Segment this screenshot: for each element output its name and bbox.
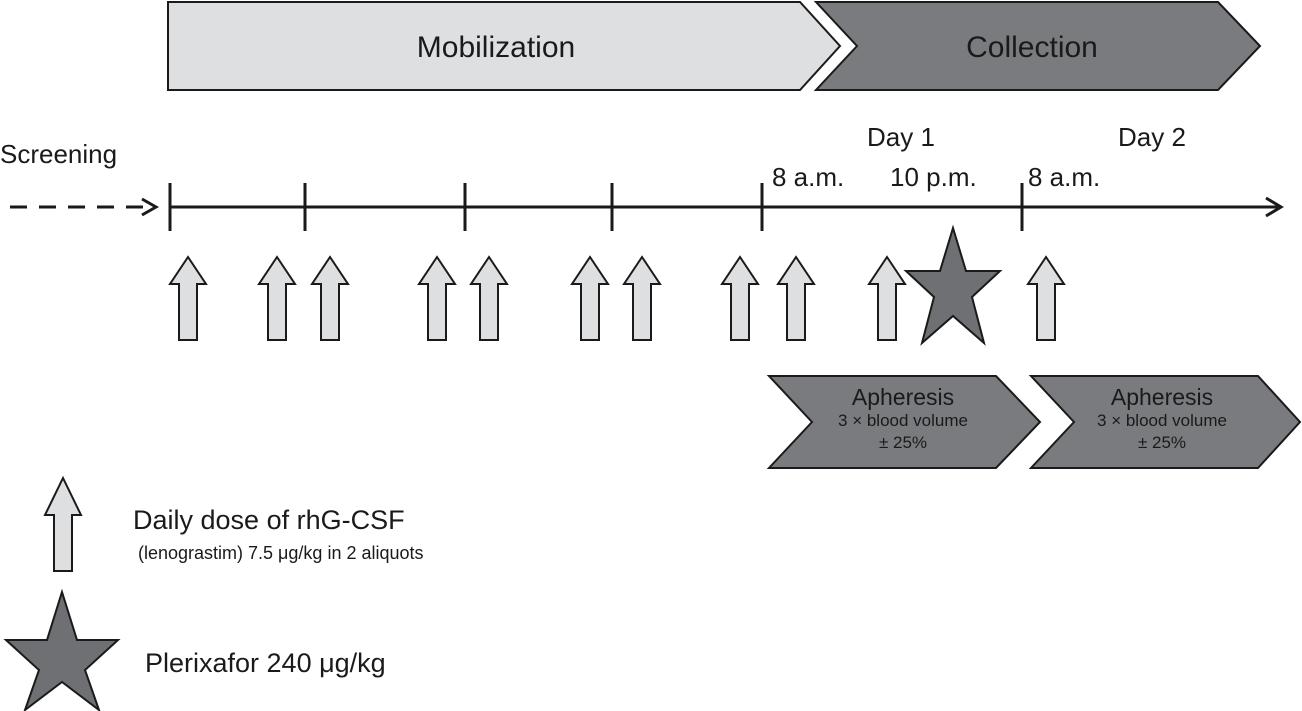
collection-label: Collection	[966, 31, 1098, 64]
apheresis-title: Apheresis	[1111, 384, 1213, 410]
dose-arrow-icon	[418, 256, 456, 341]
apheresis-tolerance: ± 25%	[1138, 433, 1186, 452]
legend-arrow-icon	[43, 475, 83, 572]
collection-phase-chevron	[813, 0, 1262, 91]
legend: Daily dose of rhG-CSF (lenograstim) 7.5 …	[3, 475, 424, 711]
apheresis-tolerance: ± 25%	[879, 433, 927, 452]
plerixafor-star-icon	[903, 224, 1003, 346]
mobilization-phase-chevron	[167, 1, 842, 91]
apheresis-title: Apheresis	[852, 384, 954, 410]
time-8am-label: 8 a.m.	[772, 162, 844, 192]
dose-arrow-icon	[169, 256, 207, 341]
dose-arrow-icon	[1027, 256, 1065, 341]
timeline-ticks	[168, 183, 1024, 231]
apheresis-volume: 3 × blood volume	[1097, 411, 1227, 430]
mobilization-label: Mobilization	[417, 31, 575, 64]
dose-arrow-icon	[868, 256, 906, 341]
dose-arrow-icon	[258, 256, 296, 341]
time-10pm-label: 10 p.m.	[890, 162, 977, 192]
dose-arrow-icon	[571, 256, 609, 341]
time-8am-label-2: 8 a.m.	[1028, 162, 1100, 192]
day2-label: Day 2	[1118, 122, 1186, 152]
legend-star-icon	[3, 588, 121, 711]
legend-arrow-label: Daily dose of rhG-CSF	[133, 505, 405, 535]
apheresis-volume: 3 × blood volume	[838, 411, 968, 430]
dose-arrow-icon	[777, 256, 815, 341]
legend-star-label: Plerixafor 240 μg/kg	[145, 648, 386, 678]
screening-label: Screening	[0, 139, 117, 169]
day1-label: Day 1	[867, 122, 935, 152]
dose-arrow-icon	[623, 256, 661, 341]
dose-arrow-icon	[721, 256, 759, 341]
legend-arrow-sublabel: (lenograstim) 7.5 μg/kg in 2 aliquots	[138, 543, 424, 563]
apheresis-chevron-day2	[1028, 375, 1302, 469]
dose-arrow-icon	[470, 256, 508, 341]
screening-arrowhead	[141, 197, 160, 217]
timeline-arrowhead	[1265, 196, 1284, 218]
apheresis-chevron-day1	[766, 375, 1042, 469]
dose-arrow-icon	[311, 256, 349, 341]
